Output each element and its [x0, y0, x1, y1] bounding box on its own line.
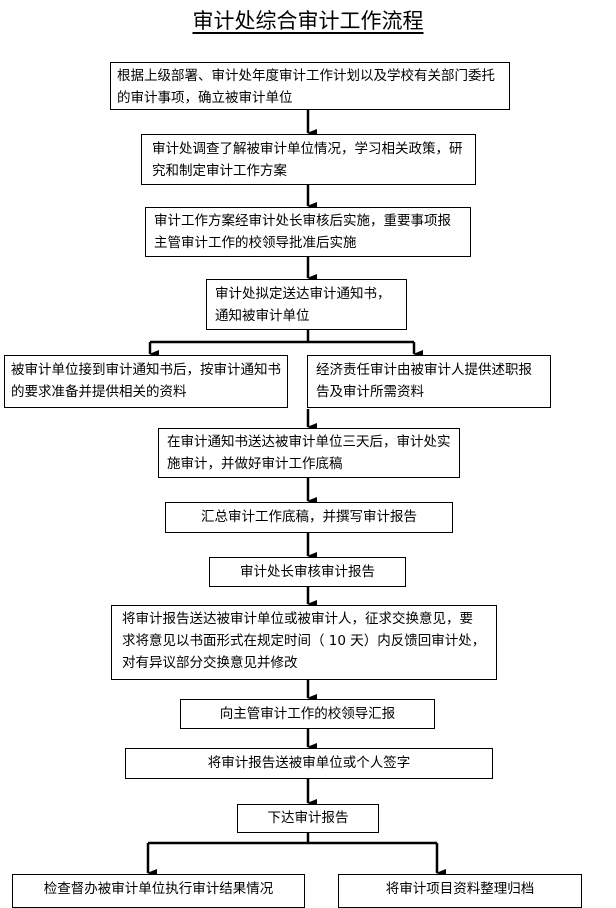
step-5b-text: 经济责任审计由被审计人提供述职报告及审计所需资料	[316, 362, 532, 400]
step-5a-text: 被审计单位接到审计通知书后，按审计通知书的要求准备并提供相关的资料	[11, 362, 281, 400]
step-9-text: 将审计报告送达被审计单位或被审计人，征求交换意见，要求将意见以书面形式在规定时间…	[122, 611, 486, 671]
step-5b-box: 经济责任审计由被审计人提供述职报告及审计所需资料	[307, 355, 551, 408]
step-1-text: 根据上级部署、审计处年度审计工作计划以及学校有关部门委托的审计事项，确立被审计单…	[117, 68, 495, 106]
step-10-text: 向主管审计工作的校领导汇报	[219, 706, 396, 722]
step-13b-text: 将审计项目资料整理归档	[385, 881, 535, 897]
step-10-box: 向主管审计工作的校领导汇报	[180, 699, 435, 729]
step-5a-box: 被审计单位接到审计通知书后，按审计通知书的要求准备并提供相关的资料	[4, 355, 288, 408]
step-13a-text: 检查督办被审计单位执行审计结果情况	[43, 881, 274, 897]
step-6-text: 在审计通知书送达被审计单位三天后，审计处实施审计，并做好审计工作底稿	[167, 434, 451, 472]
step-13a-box: 检查督办被审计单位执行审计结果情况	[12, 874, 305, 908]
step-3-text: 审计工作方案经审计处长审核后实施，重要事项报主管审计工作的校领导批准后实施	[154, 213, 451, 251]
step-7-box: 汇总审计工作底稿，并撰写审计报告	[165, 502, 453, 533]
page-title: 审计处综合审计工作流程	[192, 9, 424, 33]
step-7-text: 汇总审计工作底稿，并撰写审计报告	[201, 509, 417, 525]
step-11-box: 将审计报告送被审单位或个人签字	[125, 748, 493, 779]
step-2-text: 审计处调查了解被审计单位情况，学习相关政策，研究和制定审计工作方案	[152, 141, 463, 179]
step-12-text: 下达审计报告	[267, 810, 349, 826]
step-4-text: 审计处拟定送达审计通知书，通知被审计单位	[215, 286, 391, 324]
step-8-box: 审计处长审核审计报告	[209, 557, 406, 587]
step-6-box: 在审计通知书送达被审计单位三天后，审计处实施审计，并做好审计工作底稿	[158, 428, 460, 478]
step-8-text: 审计处长审核审计报告	[240, 564, 375, 580]
step-4-box: 审计处拟定送达审计通知书，通知被审计单位	[206, 279, 407, 330]
step-3-box: 审计工作方案经审计处长审核后实施，重要事项报主管审计工作的校领导批准后实施	[145, 207, 471, 257]
step-9-box: 将审计报告送达被审计单位或被审计人，征求交换意见，要求将意见以书面形式在规定时间…	[111, 605, 497, 680]
step-2-box: 审计处调查了解被审计单位情况，学习相关政策，研究和制定审计工作方案	[141, 134, 476, 185]
step-11-text: 将审计报告送被审单位或个人签字	[207, 755, 411, 771]
step-12-box: 下达审计报告	[237, 804, 379, 833]
step-13b-box: 将审计项目资料整理归档	[338, 874, 582, 908]
step-1-box: 根据上级部署、审计处年度审计工作计划以及学校有关部门委托的审计事项，确立被审计单…	[110, 62, 510, 110]
